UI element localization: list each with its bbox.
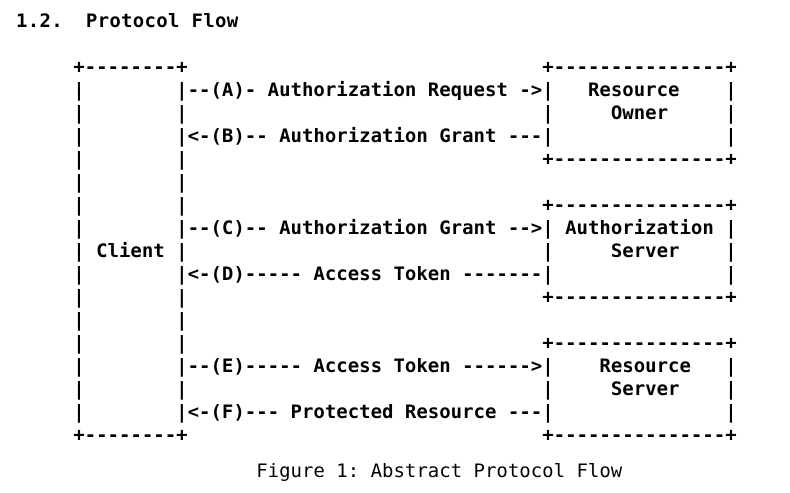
section-number: 1.2. [16, 10, 63, 32]
section-heading: 1.2. Protocol Flow [16, 10, 790, 33]
figure-caption: Figure 1: Abstract Protocol Flow [256, 460, 623, 482]
section-title: Protocol Flow [85, 10, 239, 32]
ascii-protocol-flow-diagram: +--------+ +---------------+ | |--(A)- A… [73, 56, 737, 446]
